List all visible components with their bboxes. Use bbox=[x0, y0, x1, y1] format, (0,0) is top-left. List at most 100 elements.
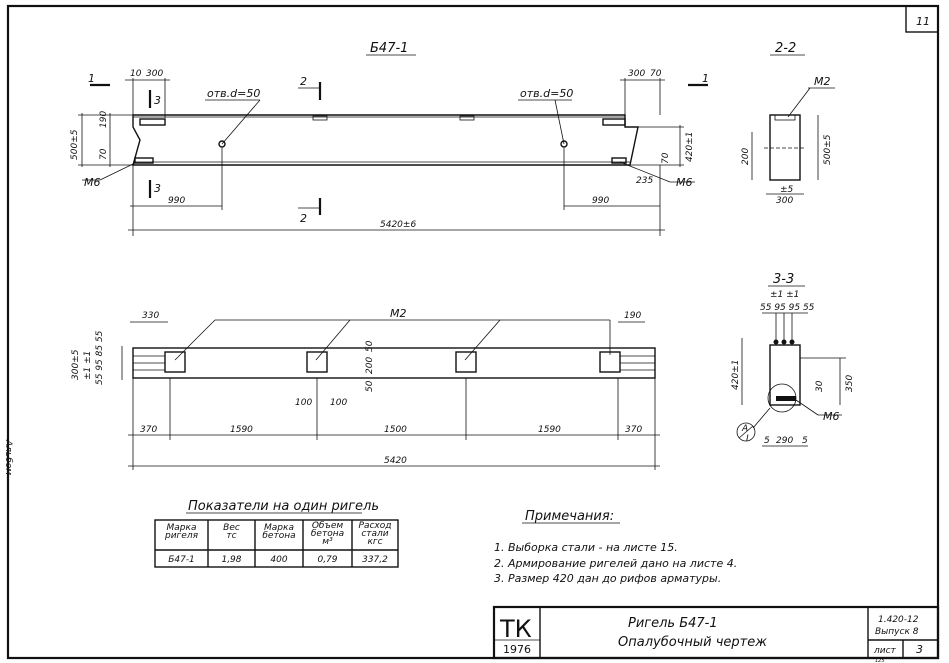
side-stamp: Альбом bbox=[3, 439, 13, 475]
section22-embed bbox=[774, 114, 796, 121]
plan-dim-mid-50a: 50 bbox=[365, 340, 375, 352]
dim-total: 5420±6 bbox=[380, 220, 416, 230]
plan-marker: М2 bbox=[390, 307, 407, 320]
section33-m6-leader bbox=[795, 399, 819, 416]
indicators-header-cell: кгс bbox=[367, 537, 382, 547]
plan-dim-top-right-text: 190 bbox=[624, 311, 641, 321]
hole-left bbox=[218, 140, 226, 148]
plan-dim-mid-50b: 50 bbox=[365, 380, 375, 392]
cut1-right-label: 1 bbox=[702, 72, 709, 85]
plan-dim-left-small: 55 95 85 55 bbox=[95, 330, 105, 385]
plan-seg-370-right: 370 bbox=[625, 425, 642, 435]
indicators-header-cell: бетона bbox=[262, 531, 295, 541]
plan-seg-370-left: 370 bbox=[140, 425, 157, 435]
hole-right bbox=[560, 140, 568, 148]
indicators-cell: 337,2 bbox=[362, 555, 388, 565]
page-number: 11 bbox=[916, 15, 930, 28]
section33-rebar-2 bbox=[781, 339, 787, 345]
indicators-header-cell: м³ bbox=[322, 537, 333, 547]
indicators-header-cell: Объем bbox=[312, 521, 344, 531]
plan-dim-top-left-text: 330 bbox=[142, 311, 159, 321]
indicators-header-cell: Марка bbox=[264, 523, 294, 533]
note-1: 1. Выборка стали - на листе 15. bbox=[494, 541, 678, 554]
section33-rebar-1 bbox=[773, 339, 779, 345]
indicators-header-cell: Вес bbox=[223, 523, 240, 533]
m6-right-leader bbox=[619, 161, 671, 183]
section33-callout-mark bbox=[736, 422, 756, 442]
section22-leader bbox=[787, 87, 811, 118]
title-block-issue: Выпуск 8 bbox=[875, 627, 919, 637]
dim-top-right-a: 300 bbox=[628, 69, 645, 79]
section33-callout-top: А bbox=[741, 424, 748, 434]
cut2-top-label: 2 bbox=[300, 75, 307, 88]
embed-right-top bbox=[602, 118, 626, 126]
plan-embed-1 bbox=[164, 351, 186, 373]
indicators-cell: Б47-1 bbox=[168, 555, 195, 565]
embed-left-top bbox=[139, 118, 166, 126]
dim-top-left-a: 10 bbox=[130, 69, 142, 79]
hole-left-note: отв.d=50 bbox=[207, 87, 260, 100]
section33-callout-circle bbox=[767, 383, 797, 413]
m6-right-label: М6 bbox=[676, 176, 693, 189]
section33-m6: М6 bbox=[823, 410, 840, 423]
indicators-cell: 1,98 bbox=[221, 555, 241, 565]
section22-marker: М2 bbox=[814, 75, 831, 88]
section33-title: 3-3 bbox=[773, 272, 794, 287]
section22-dim-bottom-b: 300 bbox=[776, 196, 793, 206]
plan-leader-1 bbox=[174, 319, 216, 361]
section33-embed bbox=[776, 396, 796, 401]
section22-dim-right-text: 500±5 bbox=[823, 134, 833, 165]
indicators-table-frame bbox=[154, 519, 399, 568]
embed-left-bottom bbox=[134, 157, 154, 164]
beam-plan-outline bbox=[132, 347, 656, 379]
section33-top-dims: 55 95 95 55 bbox=[760, 303, 815, 313]
title-block-sheet-label: лист bbox=[873, 646, 897, 656]
plan-leader-2 bbox=[315, 319, 351, 361]
indicators-header-cell: Марка bbox=[167, 523, 197, 533]
title-block-series: 1.420-12 bbox=[878, 615, 919, 625]
sheet-footer: 125 bbox=[875, 658, 885, 663]
embed-right-bottom bbox=[611, 157, 627, 164]
indicators-title: Показатели на один ригель bbox=[188, 499, 379, 514]
section33-bottom-left: 5 bbox=[764, 436, 770, 446]
title-block-line1: Ригель Б47-1 bbox=[628, 616, 718, 631]
dim-left-70: 70 bbox=[99, 148, 109, 160]
title-block-line2: Опалубочный чертеж bbox=[618, 635, 767, 650]
dim-left-height: 500±5 bbox=[70, 129, 80, 160]
section33-outline bbox=[769, 344, 801, 406]
plan-seg-1500: 1500 bbox=[384, 425, 407, 435]
note-3: 3. Размер 420 дан до рифов арматуры. bbox=[494, 572, 721, 585]
notes-title: Примечания: bbox=[525, 509, 614, 524]
plan-dim-mid-200: 200 bbox=[365, 357, 375, 374]
plan-embed-2 bbox=[306, 351, 328, 373]
embed-mid-1 bbox=[312, 115, 328, 121]
dim-hole-right: 990 bbox=[592, 196, 609, 206]
section33-rebar-3 bbox=[789, 339, 795, 345]
section33-dim-small: 30 bbox=[815, 380, 825, 392]
plan-leader-3 bbox=[464, 319, 501, 361]
embed-mid-2 bbox=[459, 115, 475, 121]
section33-tol: ±1 ±1 bbox=[770, 290, 799, 300]
plan-seg-1590-right: 1590 bbox=[538, 425, 561, 435]
beam-elevation-outline bbox=[132, 114, 639, 166]
dim-right-70: 70 bbox=[661, 152, 671, 164]
plan-seg-1590-left: 1590 bbox=[230, 425, 253, 435]
plan-total: 5420 bbox=[384, 456, 407, 466]
m6-left-leader bbox=[99, 162, 136, 181]
section33-callout-divider bbox=[738, 425, 754, 439]
section22-dim-left-text: 200 bbox=[741, 148, 751, 165]
section33-callout-leader bbox=[752, 407, 771, 429]
section22-outline bbox=[769, 114, 801, 181]
indicators-header-cell: бетона bbox=[311, 529, 344, 539]
cut1-left-label: 1 bbox=[88, 72, 95, 85]
indicators-header-cell: тс bbox=[226, 531, 236, 541]
plan-dim-left-stack: 300±5 bbox=[71, 349, 81, 380]
indicators-header-cell: Расход bbox=[359, 521, 392, 531]
indicators-cell: 0,79 bbox=[317, 555, 337, 565]
hole-right-note: отв.d=50 bbox=[520, 87, 573, 100]
section33-bottom-mid: 290 bbox=[776, 436, 793, 446]
hole-left-leader bbox=[221, 99, 261, 145]
elevation-title: Б47-1 bbox=[370, 41, 408, 56]
